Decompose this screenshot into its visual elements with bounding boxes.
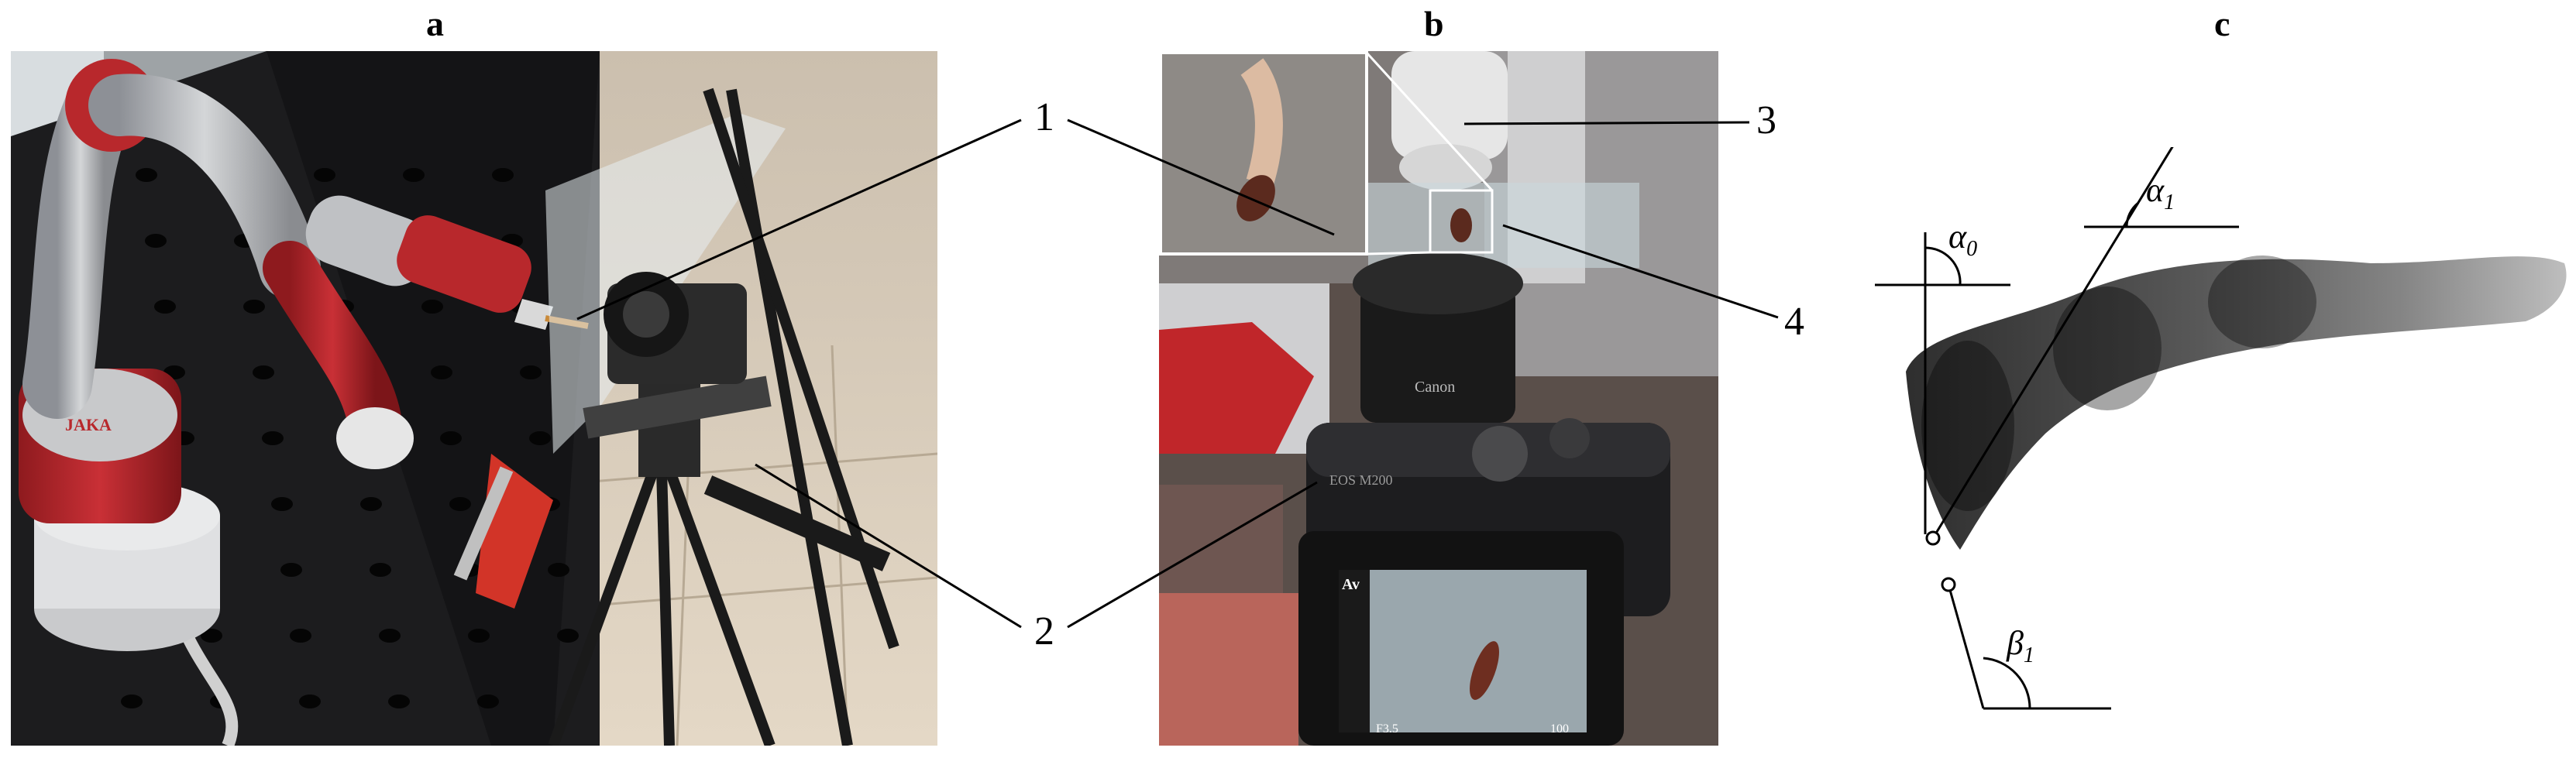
table-hole [388, 695, 410, 708]
leader-1-to-b [1067, 118, 1335, 236]
screen-iso-label: 100 [1550, 722, 1569, 736]
table-hole [449, 497, 471, 511]
table-hole [468, 629, 490, 643]
table-hole [290, 629, 311, 643]
table-hole [557, 629, 579, 643]
table-hole [431, 365, 452, 379]
leader-4-to-b [1502, 224, 1779, 319]
table-hole [145, 234, 167, 248]
table-hole [280, 563, 302, 577]
photo-a-robot-setup: JAKA [11, 51, 937, 746]
table-hole [520, 365, 542, 379]
table-hole [314, 168, 335, 182]
panel-c-diagram: α0 α1 β1 [1875, 147, 2567, 710]
panel-letter-c: c [2214, 4, 2230, 43]
callout-4: 4 [1784, 300, 1804, 344]
screen-mode-label: Av [1342, 576, 1360, 593]
table-hole [370, 563, 391, 577]
table-hole [262, 431, 284, 445]
table-hole [403, 168, 425, 182]
label-alpha1: α1 [2146, 171, 2175, 214]
table-hole [421, 300, 443, 314]
table-hole [379, 629, 401, 643]
camera-model-label: EOS M200 [1329, 472, 1393, 488]
callout-1: 1 [1034, 95, 1054, 139]
leader-1-to-a [576, 118, 1022, 321]
robot-brand-label: JAKA [65, 415, 112, 434]
screen-aperture-label: F3.5 [1376, 722, 1398, 736]
leader-3-to-b [1463, 121, 1750, 125]
table-hole [360, 497, 382, 511]
table-hole [121, 695, 143, 708]
leader-2-to-a [755, 463, 1022, 629]
table-hole [201, 629, 222, 643]
panel-letter-b: b [1424, 4, 1444, 43]
table-hole [271, 497, 293, 511]
table-hole [529, 431, 551, 445]
label-alpha0: α0 [1948, 218, 1977, 261]
table-hole [253, 365, 274, 379]
callout-2: 2 [1034, 609, 1054, 653]
specimen-silhouette [1906, 256, 2567, 550]
table-hole [440, 431, 462, 445]
photo-b-camera-setup: Canon EOS M200 Av F3.5 100 [1159, 51, 1718, 746]
table-hole [299, 695, 321, 708]
table-hole [548, 563, 569, 577]
table-hole [154, 300, 176, 314]
photo-b-illustration: Canon EOS M200 Av F3.5 100 [1159, 51, 1718, 746]
callout-3: 3 [1756, 98, 1776, 142]
leader-2-to-b [1067, 481, 1318, 629]
label-beta1: β1 [2006, 624, 2034, 667]
lens-brand-label: Canon [1415, 379, 1455, 396]
photo-a-illustration: JAKA [11, 51, 937, 746]
table-hole [243, 300, 265, 314]
panel-letter-a: a [426, 4, 444, 43]
table-hole [492, 168, 514, 182]
table-hole [136, 168, 157, 182]
table-hole [477, 695, 499, 708]
